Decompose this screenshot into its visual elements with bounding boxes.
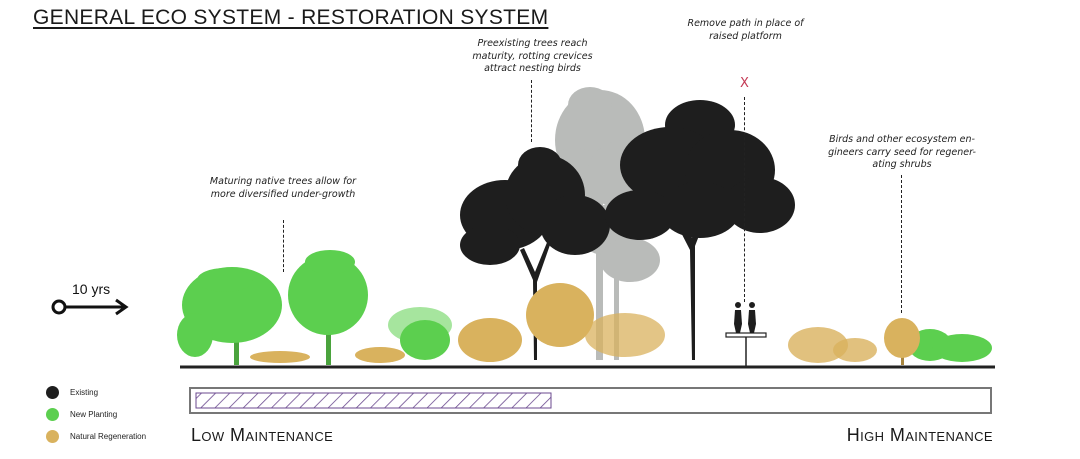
leader-line-maturing bbox=[283, 220, 284, 272]
annotation-remove-path: Remove path in place of raised platform bbox=[687, 18, 804, 42]
leader-line-birds bbox=[901, 175, 902, 313]
remove-marker-icon: X bbox=[740, 76, 749, 91]
natural-regeneration-shrubs bbox=[250, 283, 920, 365]
leader-line-preexisting bbox=[531, 80, 532, 142]
low-maintenance-label: Low Maintenance bbox=[191, 425, 334, 445]
time-arrow bbox=[51, 298, 129, 316]
legend-swatch-existing bbox=[46, 385, 59, 399]
diagram-title: GENERAL ECO SYSTEM - RESTORATION SYSTEM bbox=[33, 6, 549, 29]
legend-item-new-planting: New Planting bbox=[46, 407, 117, 421]
legend-label-new-planting: New Planting bbox=[70, 409, 118, 419]
annotation-birds-seed: Birds and other ecosystem en-gineers car… bbox=[828, 134, 976, 170]
legend-item-existing: Existing bbox=[46, 385, 98, 399]
legend-swatch-new-planting bbox=[46, 407, 59, 421]
time-label: 10 yrs bbox=[72, 281, 111, 297]
legend-label-natural-regeneration: Natural Regeneration bbox=[70, 431, 147, 441]
maintenance-level-fill bbox=[195, 392, 552, 409]
high-maintenance-label: High Maintenance bbox=[846, 425, 993, 445]
existing-tree-right bbox=[605, 100, 795, 360]
annotation-maturing-trees: Maturing native trees allow for more div… bbox=[209, 176, 357, 200]
legend-item-natural-regeneration: Natural Regeneration bbox=[46, 429, 146, 443]
new-planting-trees bbox=[177, 250, 992, 365]
raised-platform bbox=[725, 302, 767, 368]
leader-line-platform bbox=[744, 97, 745, 302]
annotation-preexisting-trees: Preexisting trees reach maturity, rottin… bbox=[472, 38, 593, 74]
legend-swatch-natural-regeneration bbox=[46, 429, 59, 443]
legend-label-existing: Existing bbox=[70, 387, 99, 397]
